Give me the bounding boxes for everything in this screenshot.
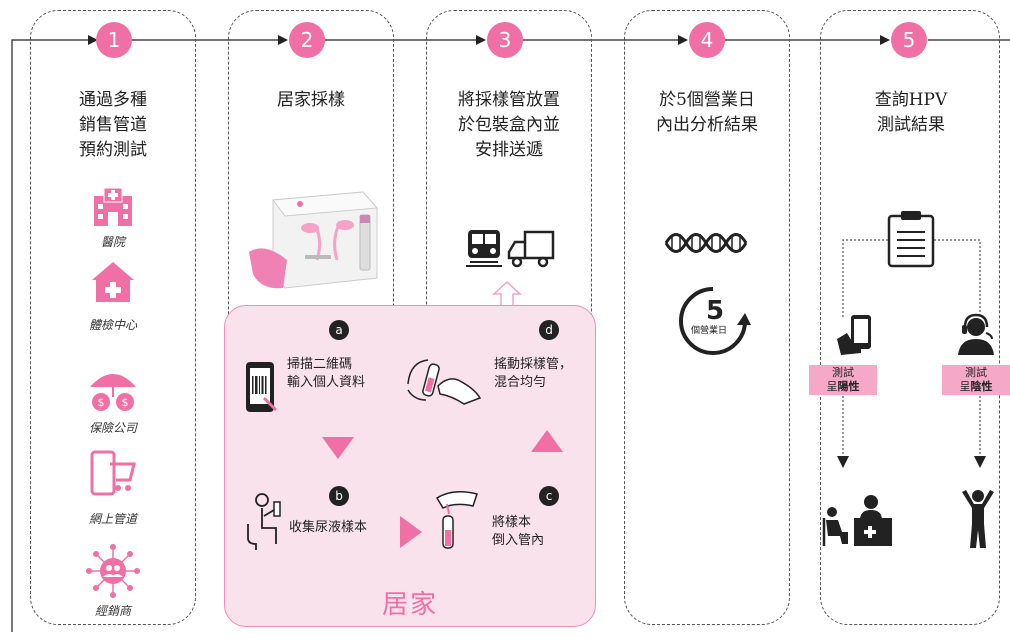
step-1-title: 通過多種 銷售管道 預約測試 (79, 90, 147, 160)
step-2-title: 居家採樣 (277, 90, 345, 110)
positive-word: 陽性 (837, 380, 860, 393)
positive-result-box: 測試 呈陽性 (809, 365, 877, 395)
step-d-text: 搖動採樣管， 混合均勻 (494, 357, 573, 390)
step-2-circle: 2 (289, 22, 325, 58)
step-3-circle: 3 (487, 22, 523, 58)
clipboard-icon (887, 211, 935, 268)
shake-tube-icon (407, 359, 482, 405)
five-days-text: 個營業日 (691, 324, 727, 336)
phone-scan-icon (246, 362, 278, 412)
doctor-consult-icon (822, 495, 892, 546)
step-4-circle: 4 (689, 22, 725, 58)
celebrating-person-icon (962, 490, 994, 548)
step-1-circle: 1 (96, 22, 132, 58)
channel-online-label: 網上管道 (88, 512, 137, 526)
step-b-text: 收集尿液樣本 (289, 520, 368, 535)
badge-c: c (539, 486, 559, 506)
svg-text:$: $ (122, 396, 129, 409)
arrow-up-icon (531, 430, 563, 452)
channel-health-center-label: 體檢中心 (88, 318, 137, 332)
step-5-title: 查詢HPV 測試結果 (874, 90, 948, 135)
step-3-title: 將採樣管放置 於包裝盒內並 安排送遞 (458, 90, 560, 160)
test-kit-image (249, 191, 379, 289)
channel-distributor-label: 經銷商 (94, 604, 131, 618)
arrow-right-icon (400, 516, 422, 548)
online-shop-icon (90, 450, 136, 496)
step-c-text: 將樣本 倒入管內 (492, 515, 545, 548)
home-label: 居家 (381, 590, 438, 620)
badge-d: d (539, 320, 559, 340)
positive-prefix: 測試 呈 (826, 366, 855, 393)
health-center-icon (92, 262, 134, 302)
column-1 (30, 10, 196, 625)
step-4-title: 於5個營業日 內出分析結果 (656, 90, 758, 135)
channel-insurance-label: 保險公司 (88, 421, 137, 435)
channel-hospital-label: 醫院 (100, 235, 125, 249)
phone-hand-icon (837, 315, 871, 355)
negative-prefix: 測試 呈 (959, 366, 988, 393)
dna-icon (664, 233, 748, 253)
hospital-icon (94, 187, 132, 226)
five-days-icon: 5 個營業日 (679, 287, 751, 355)
truck-icon (507, 230, 555, 268)
distributor-icon (86, 544, 140, 598)
badge-a: a (329, 320, 349, 340)
step-a-text: 掃描二維碼 輸入個人資料 (287, 357, 366, 390)
insurance-icon: $ $ (90, 374, 136, 411)
home-process-box (224, 305, 596, 627)
step-5-circle: 5 (891, 22, 927, 58)
badge-b: b (329, 486, 349, 506)
negative-result-box: 測試 呈陰性 (942, 365, 1010, 395)
five-days-number: 5 (706, 296, 724, 326)
column-4 (624, 10, 790, 625)
svg-text:$: $ (98, 396, 105, 409)
pour-sample-icon (435, 491, 478, 549)
train-icon (466, 230, 502, 267)
arrow-down-icon (322, 437, 354, 459)
support-agent-icon (958, 313, 994, 355)
toilet-person-icon (247, 493, 281, 550)
column-5 (820, 10, 1000, 625)
negative-word: 陰性 (970, 380, 993, 393)
